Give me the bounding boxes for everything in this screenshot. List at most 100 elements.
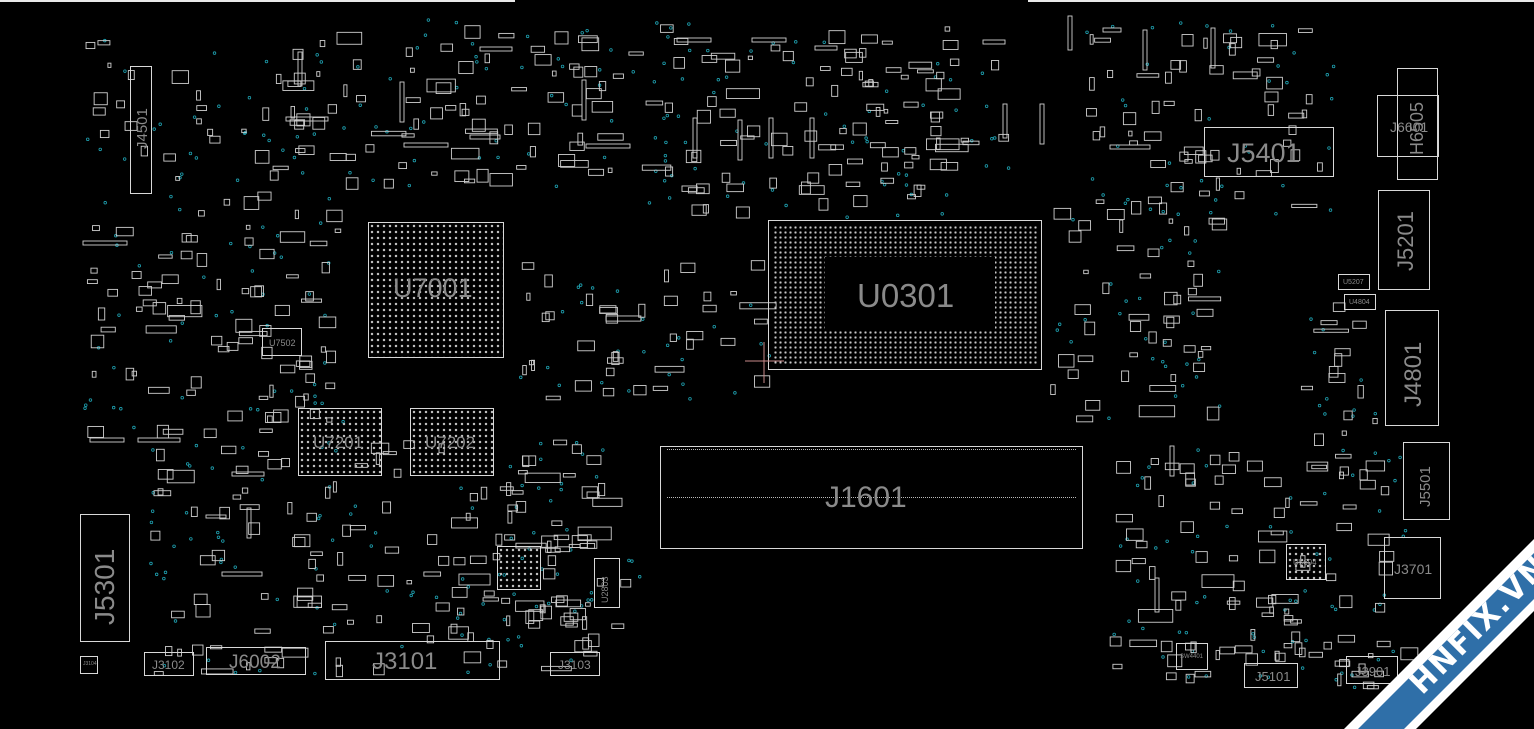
connector-j6601[interactable]: J6601 [1377, 95, 1439, 157]
via [247, 96, 252, 100]
connector-j6002[interactable]: J6002 [206, 647, 306, 675]
smd-component [1107, 69, 1114, 78]
smd-component [273, 409, 289, 423]
smd-component [241, 487, 249, 494]
chip-u0301[interactable]: U0301 [768, 220, 1042, 370]
via [1101, 193, 1105, 197]
connector-j3101[interactable]: J3101 [325, 641, 500, 680]
hole-h6505[interactable]: H6505 [1397, 68, 1438, 180]
smd-component [1251, 68, 1261, 77]
smd-component [438, 555, 450, 566]
smd-component [585, 293, 594, 306]
smd-component [1129, 639, 1158, 648]
chip-u7001[interactable]: U7001 [368, 222, 504, 358]
connector-j3103[interactable]: J3103 [550, 652, 600, 676]
label-u0301: U0301 [857, 277, 955, 314]
via [549, 499, 553, 503]
smd-component [904, 147, 917, 155]
smd-component [665, 166, 674, 177]
smd-component [935, 143, 969, 153]
chip-center-bga[interactable] [497, 546, 541, 590]
via [152, 127, 156, 131]
via [1121, 98, 1125, 102]
smd-component [464, 178, 476, 184]
chip-u2803[interactable]: U2803 [594, 558, 620, 608]
connector-j1601[interactable]: J1601 [660, 446, 1083, 549]
smd-component [1379, 550, 1395, 562]
long-component [1154, 577, 1160, 613]
via [1165, 539, 1169, 543]
switch-sw4401[interactable]: SW4401 [1176, 643, 1208, 670]
via [557, 383, 561, 388]
smd-component [541, 535, 559, 548]
via [373, 531, 378, 535]
smd-component [703, 291, 712, 302]
via [1225, 524, 1229, 529]
chip-u7502[interactable]: U7502 [262, 328, 302, 356]
chip-u7202[interactable]: U7202 [410, 408, 494, 476]
smd-component [1283, 139, 1292, 147]
smd-component [376, 615, 383, 624]
chip-u5604[interactable]: U5604 [1286, 544, 1326, 580]
smd-component [528, 620, 541, 629]
smd-component [707, 96, 717, 107]
via [555, 572, 560, 576]
via [1186, 675, 1191, 679]
smd-component [235, 318, 253, 333]
chip-u5207[interactable]: U5207 [1338, 274, 1370, 290]
via [565, 528, 569, 532]
connector-j3901[interactable]: J3901 [1346, 656, 1398, 684]
smd-component [166, 469, 195, 484]
via [896, 172, 901, 176]
connector-j5301[interactable]: J5301 [80, 514, 130, 642]
via [484, 66, 489, 71]
smd-component [335, 657, 341, 667]
connector-j5101[interactable]: J5101 [1244, 663, 1298, 688]
connector-j5501[interactable]: J5501 [1403, 442, 1450, 520]
connector-j4501[interactable]: J4501 [130, 66, 152, 194]
connector-j3104[interactable]: J3104 [80, 656, 98, 674]
via [1195, 534, 1200, 539]
connector-j3701[interactable]: J3701 [1384, 537, 1441, 599]
smd-component [551, 596, 565, 604]
smd-component [331, 604, 348, 611]
connector-j3102[interactable]: J3102 [144, 652, 194, 676]
via [216, 535, 221, 539]
via [602, 155, 607, 160]
smd-component [1250, 629, 1256, 641]
smd-component [148, 386, 170, 394]
via [579, 300, 584, 305]
chip-u4804[interactable]: U4804 [1344, 294, 1376, 310]
smd-component [348, 574, 367, 581]
via [549, 93, 554, 98]
smd-component [1165, 672, 1177, 681]
via [1312, 350, 1317, 355]
via [662, 116, 666, 121]
via [993, 136, 997, 140]
via [1217, 404, 1222, 408]
via [539, 441, 543, 446]
smd-component [1291, 203, 1318, 208]
connector-j5401[interactable]: J5401 [1204, 127, 1334, 177]
smd-component [489, 131, 499, 145]
smd-component [1274, 650, 1280, 661]
via [112, 365, 116, 370]
smd-component [281, 458, 290, 468]
smd-component [845, 181, 861, 187]
smd-component [1376, 640, 1391, 648]
label-j5201: J5201 [1393, 211, 1418, 271]
connector-j5201[interactable]: J5201 [1378, 190, 1430, 290]
smd-component [435, 602, 450, 612]
via [1199, 179, 1204, 183]
chip-u7201[interactable]: U7201 [298, 408, 382, 476]
via [295, 135, 300, 139]
via [307, 292, 312, 296]
connector-j4801[interactable]: J4801 [1385, 310, 1439, 426]
smd-component [1164, 462, 1180, 471]
via [1150, 25, 1155, 30]
via [520, 483, 524, 488]
smd-component [297, 587, 314, 601]
via [1137, 296, 1142, 301]
via [559, 482, 564, 486]
via [327, 196, 331, 201]
